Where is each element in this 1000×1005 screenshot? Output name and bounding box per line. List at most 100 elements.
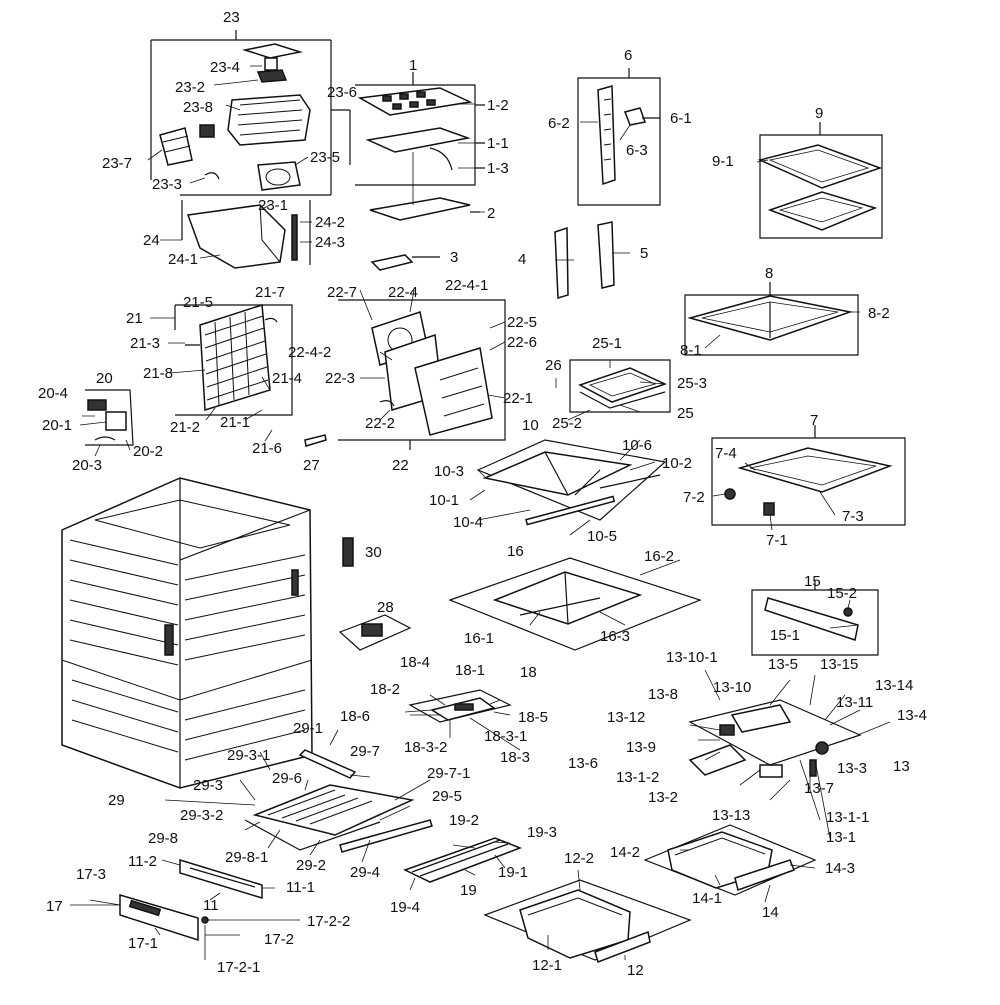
label-1: 1 — [409, 57, 417, 74]
label-27: 27 — [303, 457, 320, 474]
label-25-2: 25-2 — [552, 415, 582, 432]
refrigerator-cabinet — [61, 477, 313, 789]
label-13: 13 — [893, 758, 910, 775]
label-7-1: 7-1 — [766, 532, 788, 549]
part-30 — [342, 537, 354, 567]
part-23-ice-maker-assembly — [150, 30, 351, 196]
label-16-3: 16-3 — [600, 628, 630, 645]
label-19-2: 19-2 — [449, 812, 479, 829]
label-5: 5 — [640, 245, 648, 262]
label-16-2: 16-2 — [644, 548, 674, 565]
label-22-4-1: 22-4-1 — [445, 277, 488, 294]
label-7-4: 7-4 — [715, 445, 737, 462]
label-18-1: 18-1 — [455, 662, 485, 679]
label-29-7: 29-7 — [350, 743, 380, 760]
label-24-1: 24-1 — [168, 251, 198, 268]
part-6-door-hinge-assembly — [554, 68, 661, 299]
label-14-3: 14-3 — [825, 860, 855, 877]
label-16-1: 16-1 — [464, 630, 494, 647]
label-10-3: 10-3 — [434, 463, 464, 480]
label-14-1: 14-1 — [692, 890, 722, 907]
label-15: 15 — [804, 573, 821, 590]
part-25-tray-assembly — [569, 359, 671, 413]
label-15-2: 15-2 — [827, 585, 857, 602]
label-21-3: 21-3 — [130, 335, 160, 352]
label-13-9: 13-9 — [626, 739, 656, 756]
label-22-2: 22-2 — [365, 415, 395, 432]
label-23-5: 23-5 — [310, 149, 340, 166]
label-17-2: 17-2 — [264, 931, 294, 948]
part-29-freezer-drawer — [244, 749, 433, 853]
part-7-shelf-assembly — [711, 425, 906, 526]
label-13-1: 13-1 — [826, 829, 856, 846]
label-20-4: 20-4 — [38, 385, 68, 402]
part-27 — [304, 434, 327, 447]
label-21-2: 21-2 — [170, 419, 200, 436]
label-1-3: 1-3 — [487, 160, 509, 177]
label-26: 26 — [545, 357, 562, 374]
label-28: 28 — [377, 599, 394, 616]
label-13-1-1: 13-1-1 — [826, 809, 869, 826]
label-13-1-2: 13-1-2 — [616, 769, 659, 786]
label-23: 23 — [223, 9, 240, 26]
label-24-3: 24-3 — [315, 234, 345, 251]
label-21-8: 21-8 — [143, 365, 173, 382]
label-18-3-1: 18-3-1 — [484, 728, 527, 745]
part-16-crisper-cover — [448, 557, 702, 651]
label-23-1: 23-1 — [258, 197, 288, 214]
part-17-drawer-front — [119, 893, 209, 942]
part-13-dispenser-assembly — [688, 699, 862, 778]
label-29-4: 29-4 — [350, 864, 380, 881]
label-20-1: 20-1 — [42, 417, 72, 434]
label-8-1: 8-1 — [680, 342, 702, 359]
label-22: 22 — [392, 457, 409, 474]
label-13-14: 13-14 — [875, 677, 913, 694]
label-8-2: 8-2 — [868, 305, 890, 322]
part-9-shelf-assembly — [757, 122, 883, 239]
label-10-4: 10-4 — [453, 514, 483, 531]
label-24-2: 24-2 — [315, 214, 345, 231]
part-22-fan-duct-assembly — [338, 299, 506, 450]
label-30: 30 — [365, 544, 382, 561]
label-25: 25 — [677, 405, 694, 422]
label-29-8: 29-8 — [148, 830, 178, 847]
label-17-2-1: 17-2-1 — [217, 959, 260, 976]
label-22-7: 22-7 — [327, 284, 357, 301]
label-29: 29 — [108, 792, 125, 809]
label-29-1: 29-1 — [293, 720, 323, 737]
label-18-3-2: 18-3-2 — [404, 739, 447, 756]
label-9-1: 9-1 — [712, 153, 734, 170]
label-19: 19 — [460, 882, 477, 899]
label-21-1: 21-1 — [220, 414, 250, 431]
label-6-2: 6-2 — [548, 115, 570, 132]
label-15-1: 15-1 — [770, 627, 800, 644]
label-18: 18 — [520, 664, 537, 681]
part-21-evaporator-assembly — [174, 303, 293, 416]
part-11-drawer-front — [179, 858, 263, 900]
label-12-2: 12-2 — [564, 850, 594, 867]
label-29-3-1: 29-3-1 — [227, 747, 270, 764]
label-13-2: 13-2 — [648, 789, 678, 806]
label-22-3: 22-3 — [325, 370, 355, 387]
label-17-3: 17-3 — [76, 866, 106, 883]
label-6: 6 — [624, 47, 632, 64]
label-7-2: 7-2 — [683, 489, 705, 506]
label-11-1: 11-1 — [286, 879, 315, 896]
label-13-12: 13-12 — [607, 709, 645, 726]
label-13-3: 13-3 — [837, 760, 867, 777]
part-number-labels: 23 23-4 23-2 23-8 23-6 23-7 23-5 23-3 23… — [38, 9, 927, 979]
label-9: 9 — [815, 105, 823, 122]
label-13-7: 13-7 — [804, 780, 834, 797]
label-29-7-1: 29-7-1 — [427, 765, 470, 782]
part-28-bracket — [338, 614, 412, 651]
label-21: 21 — [126, 310, 143, 327]
label-20-3: 20-3 — [72, 457, 102, 474]
label-13-10: 13-10 — [713, 679, 751, 696]
label-3: 3 — [450, 249, 458, 266]
label-16: 16 — [507, 543, 524, 560]
label-18-2: 18-2 — [370, 681, 400, 698]
part-20-fan-motor-assembly — [85, 389, 134, 446]
part-15-drawer-rail — [751, 580, 879, 656]
part-10-shelf-assembly — [476, 439, 667, 526]
